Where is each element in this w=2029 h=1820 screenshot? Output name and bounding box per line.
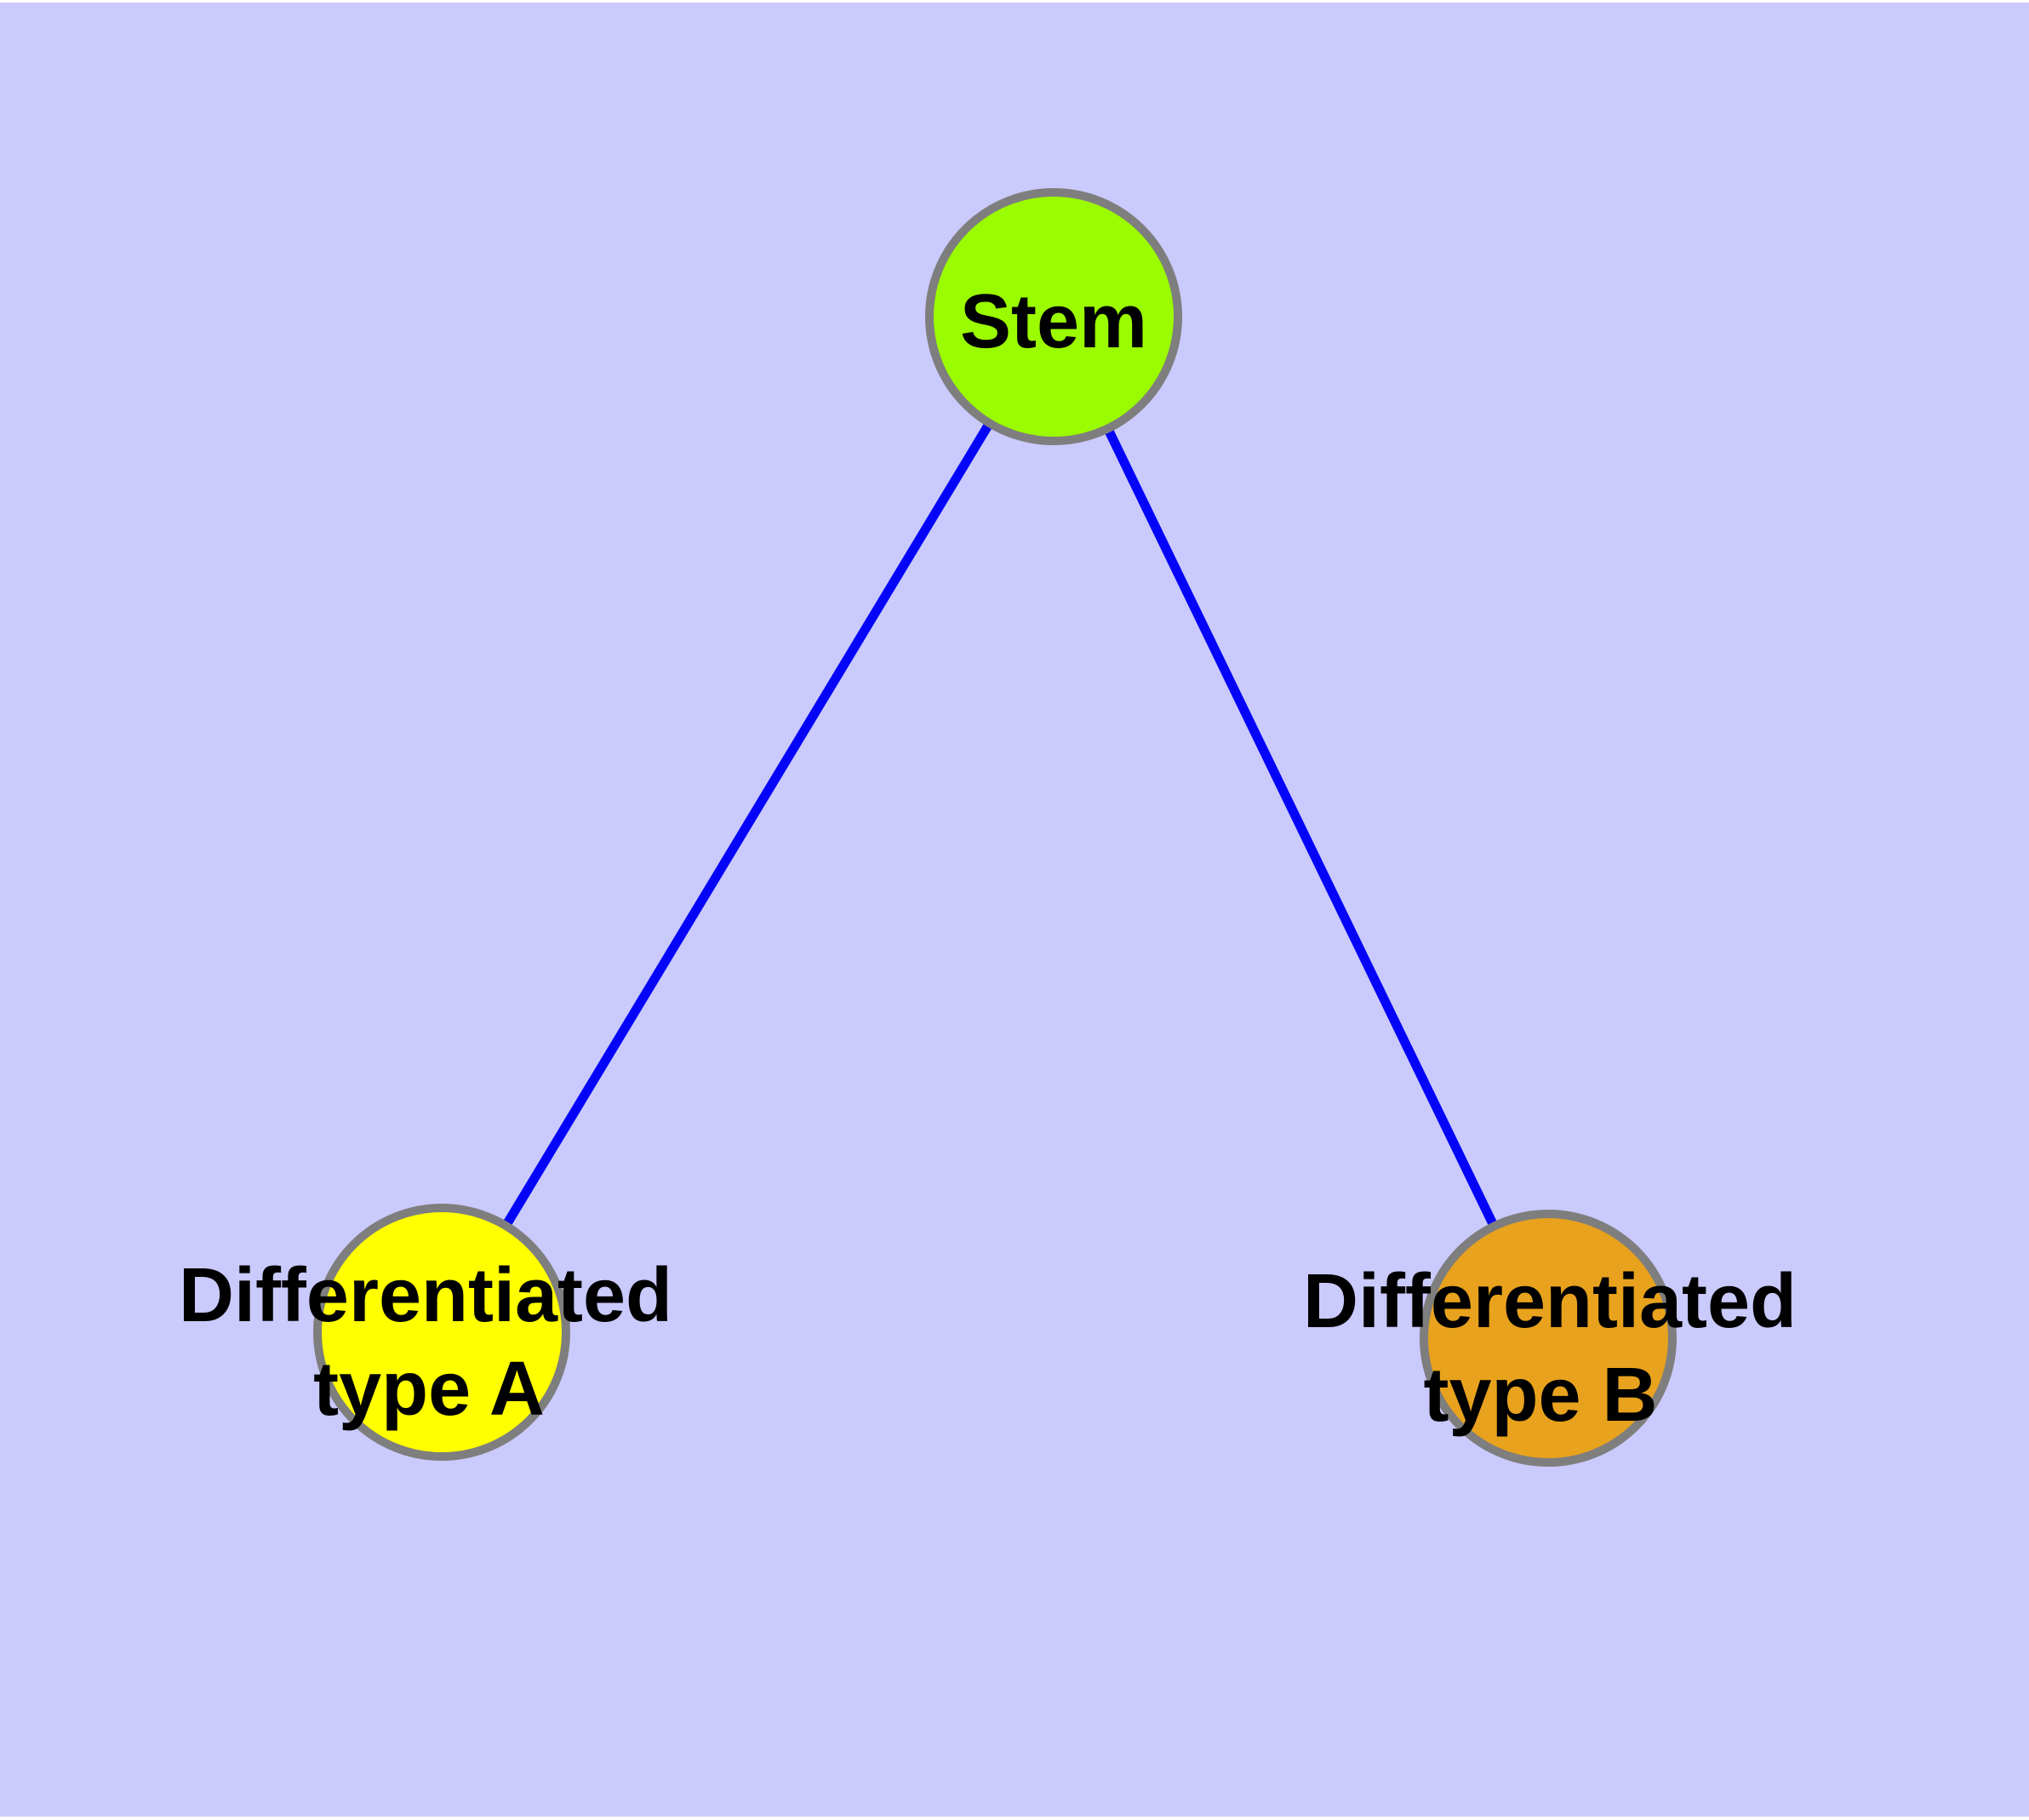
node-differentiated-type-a xyxy=(313,1204,570,1461)
node-type-a-label-line1: Differentiated xyxy=(179,1253,672,1338)
node-type-b-label-line2: type B xyxy=(1423,1353,1657,1438)
node-differentiated-type-b xyxy=(1420,1210,1677,1467)
node-type-a-label-line2: type A xyxy=(313,1347,545,1432)
node-stem-label: Stem xyxy=(960,279,1147,364)
node-stem xyxy=(925,188,1182,445)
edge-stem-to-type-b xyxy=(1049,314,1552,1341)
node-type-b-label-line1: Differentiated xyxy=(1303,1259,1797,1344)
edge-stem-to-type-a xyxy=(437,314,1058,1335)
